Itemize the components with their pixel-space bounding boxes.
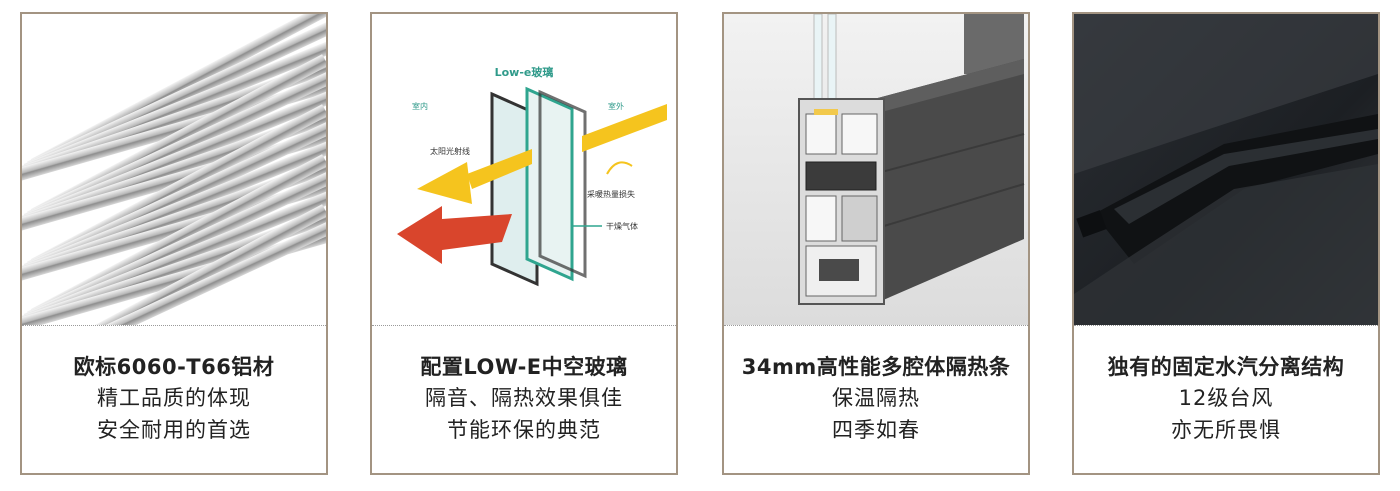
diagram-heading: Low-e玻璃 (495, 65, 554, 79)
feature-card-thermal-break: 34mm高性能多腔体隔热条 保温隔热 四季如春 (722, 12, 1030, 475)
low-e-glass-diagram: Low-e玻璃 室内 室外 太阳光射线 采暖热量损失 干燥气体 (372, 14, 676, 325)
aluminum-bar (30, 204, 326, 325)
card-line-1: 隔音、隔热效果俱佳 (425, 386, 623, 410)
card-line-1: 12级台风 (1178, 386, 1274, 410)
label-indoor: 室内 (412, 101, 428, 111)
label-dry-gas: 干燥气体 (606, 221, 638, 231)
card-line-2: 安全耐用的首选 (97, 418, 251, 442)
label-outdoor: 室外 (608, 101, 624, 111)
feature-card-low-e-glass: Low-e玻璃 室内 室外 太阳光射线 采暖热量损失 干燥气体 配置LOW-E中… (370, 12, 678, 475)
label-heat-loss: 采暖热量损失 (587, 189, 635, 199)
aluminum-bars-image (22, 14, 326, 325)
card-line-2: 节能环保的典范 (447, 418, 601, 442)
aluminum-bar (22, 227, 326, 325)
label-sunlight: 太阳光射线 (430, 146, 470, 156)
aluminum-bar (26, 222, 326, 325)
card-line-2: 四季如春 (832, 418, 920, 442)
divider (22, 325, 326, 326)
card-line-1: 保温隔热 (832, 386, 920, 410)
aluminum-bar (22, 177, 326, 281)
card-title: 独有的固定水汽分离结构 (1107, 355, 1345, 379)
divider (372, 325, 676, 326)
card-line-2: 亦无所畏惧 (1171, 418, 1281, 442)
divider (1074, 325, 1378, 326)
gasket-corner-image (1074, 14, 1378, 325)
feature-card-aluminum: 欧标6060-T66铝材 精工品质的体现 安全耐用的首选 (20, 12, 328, 475)
card-title: 欧标6060-T66铝材 (73, 355, 275, 379)
divider (724, 325, 1028, 326)
card-line-1: 精工品质的体现 (97, 386, 251, 410)
feature-card-water-separation: 独有的固定水汽分离结构 12级台风 亦无所畏惧 (1072, 12, 1380, 475)
profile-cross-section-image (724, 14, 1028, 325)
aluminum-bar (22, 127, 326, 231)
card-title: 34mm高性能多腔体隔热条 (741, 355, 1011, 379)
card-title: 配置LOW-E中空玻璃 (420, 355, 628, 379)
aluminum-bar (22, 77, 326, 181)
